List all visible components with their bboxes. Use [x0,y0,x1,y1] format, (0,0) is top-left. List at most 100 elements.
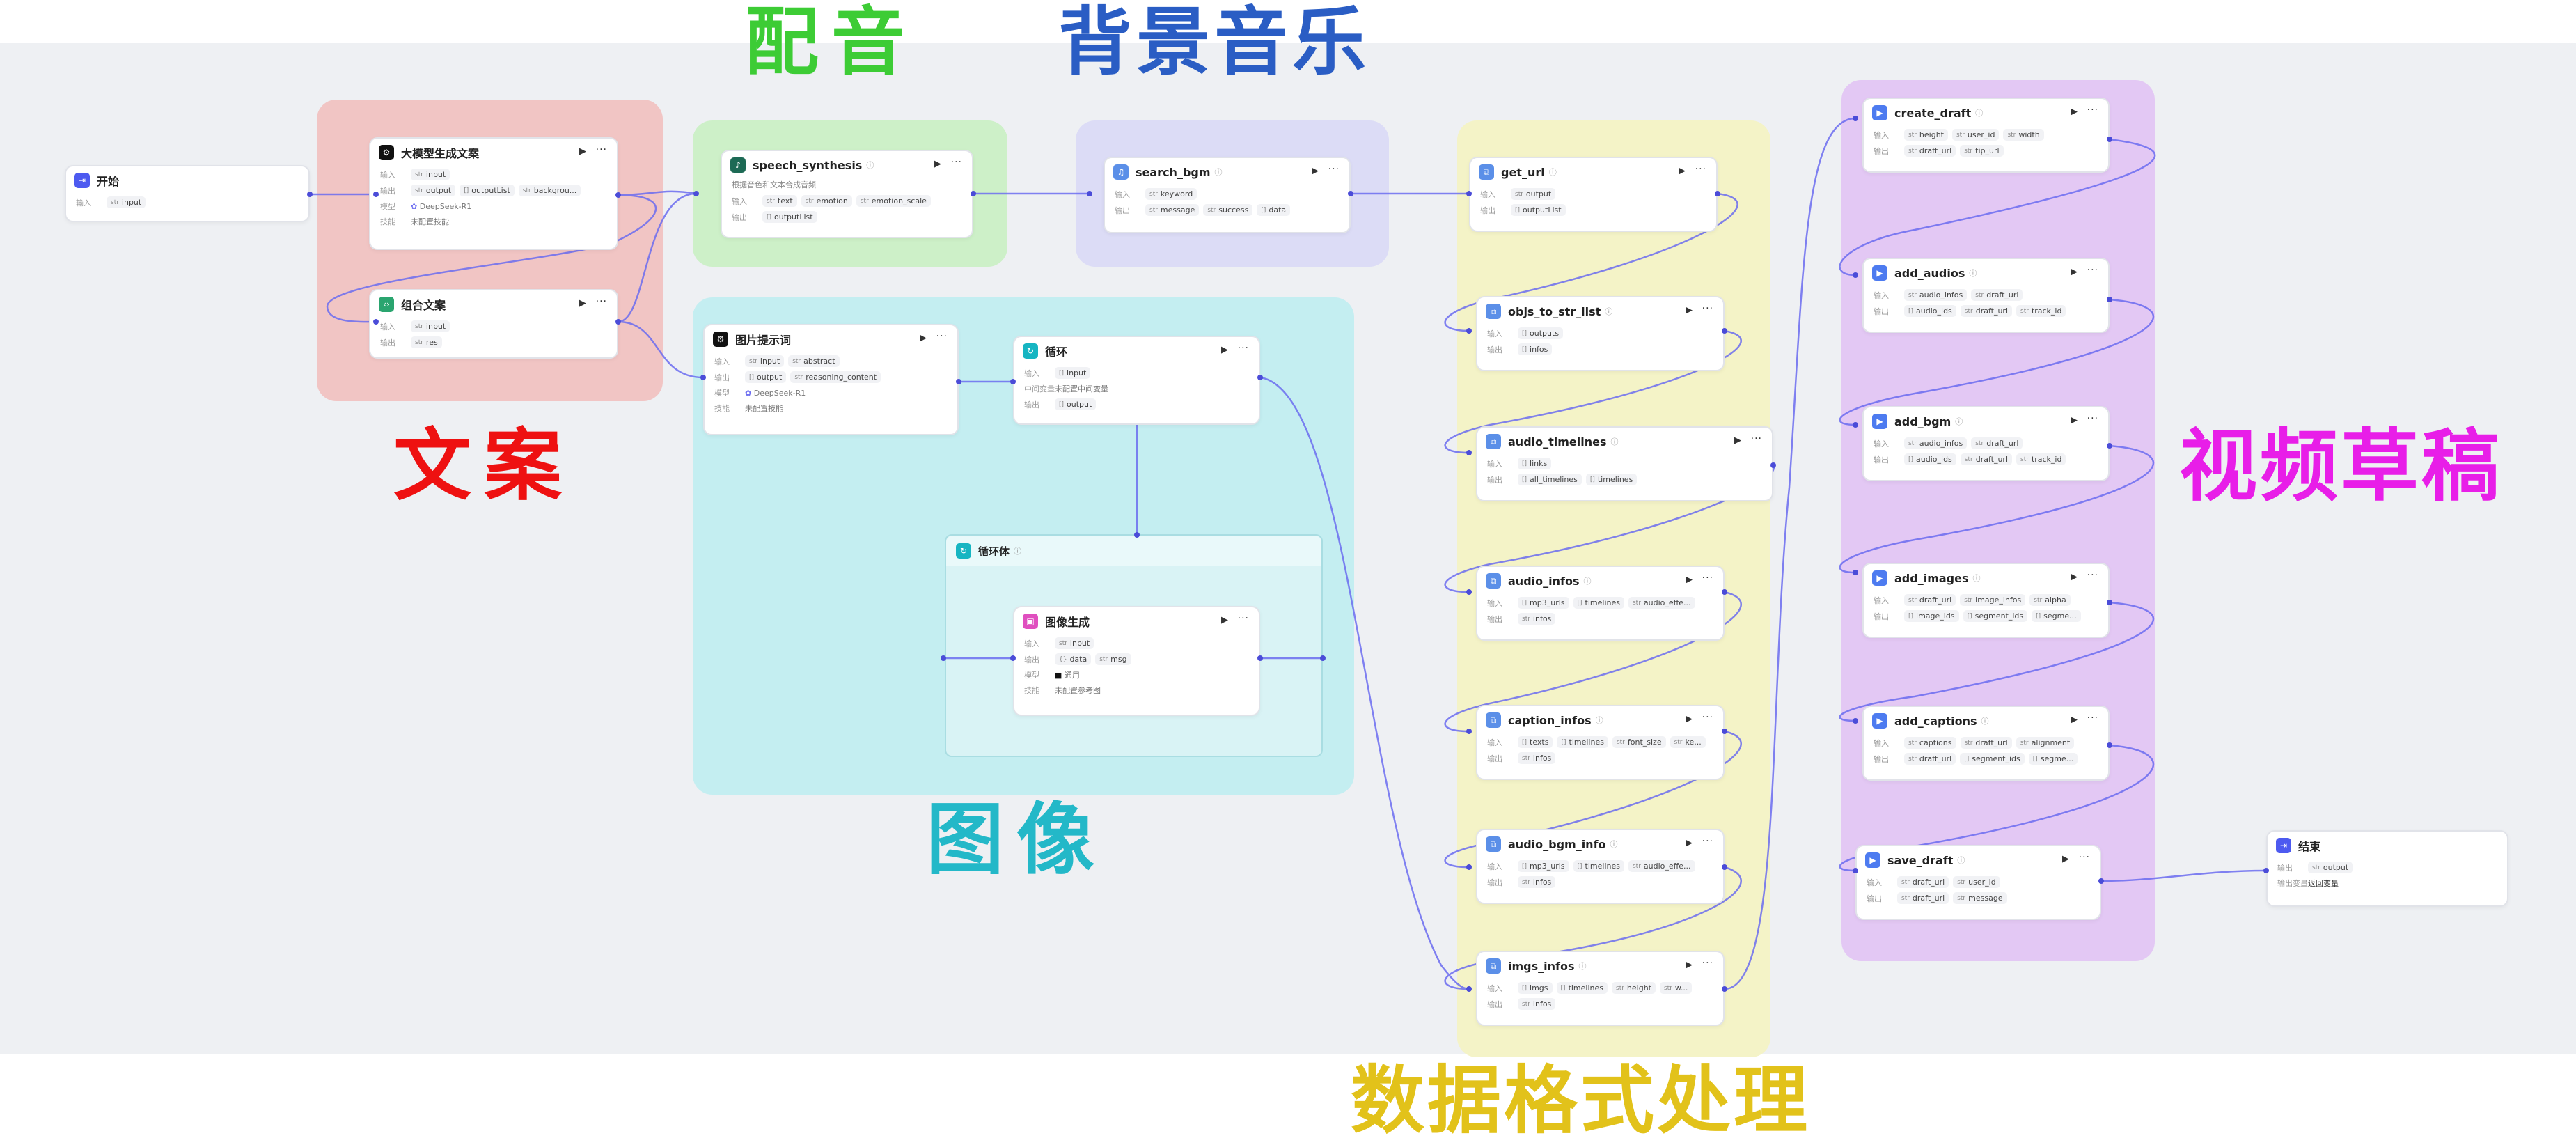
node-title: save_draft [1887,853,1954,867]
run-icon[interactable]: ▶ [1734,435,1741,446]
node-title: objs_to_str_list [1508,304,1601,318]
node-title: imgs_infos [1508,959,1575,973]
run-icon[interactable]: ▶ [934,159,941,169]
more-icon[interactable]: ··· [1328,164,1340,175]
node-title: 开始 [97,175,120,188]
plugin-icon: ⧉ [1486,958,1501,974]
start-icon: ⇥ [74,173,90,188]
code-icon: ‹› [379,297,394,312]
run-icon[interactable]: ▶ [1679,166,1686,176]
plugin-icon: ⧉ [1486,434,1501,449]
more-icon[interactable]: ··· [595,144,607,155]
more-icon[interactable]: ··· [2078,852,2090,863]
more-icon[interactable]: ··· [1237,613,1249,624]
plugin-icon: ▶ [1872,414,1887,429]
run-icon[interactable]: ▶ [2071,415,2078,426]
node-title: audio_timelines [1508,435,1607,449]
run-icon[interactable]: ▶ [579,298,586,309]
caption-wenan: 文案 [393,421,574,511]
more-icon[interactable]: ··· [2087,712,2098,724]
run-icon[interactable]: ▶ [920,333,927,343]
caption-tuxiang: 图像 [926,795,1107,885]
more-icon[interactable]: ··· [2087,570,2098,581]
more-icon[interactable]: ··· [936,331,948,342]
more-icon[interactable]: ··· [1702,958,1713,969]
node-title: add_captions [1894,714,1977,728]
more-icon[interactable]: ··· [2087,413,2098,424]
more-icon[interactable]: ··· [2087,265,2098,276]
llm-icon: ⚙ [379,145,394,160]
node-title: get_url [1501,165,1545,179]
run-icon[interactable]: ▶ [1221,615,1228,625]
run-icon[interactable]: ▶ [2062,854,2069,864]
run-icon[interactable]: ▶ [1312,166,1319,176]
caption-bgm: 背景音乐 [1058,0,1370,85]
plugin-icon: ⧉ [1486,304,1501,319]
run-icon[interactable]: ▶ [2071,572,2078,582]
info-icon: ⓘ [1014,547,1022,556]
plugin-icon: ⧉ [1479,164,1494,180]
run-icon[interactable]: ▶ [2071,107,2078,117]
more-icon[interactable]: ··· [1702,712,1713,723]
run-icon[interactable]: ▶ [2071,267,2078,277]
plugin-icon: ▶ [1872,713,1887,729]
run-icon[interactable]: ▶ [1686,960,1693,970]
loop-body-title: 循环体 [978,545,1010,558]
more-icon[interactable]: ··· [1695,164,1706,175]
more-icon[interactable]: ··· [1702,836,1713,847]
caption-caogao: 视频草稿 [2179,421,2502,512]
model-name: DeepSeek-R1 [419,201,472,211]
more-icon[interactable]: ··· [950,157,962,168]
node-title: search_bgm [1136,165,1211,179]
run-icon[interactable]: ▶ [1686,305,1693,316]
more-icon[interactable]: ··· [1702,572,1713,584]
more-icon[interactable]: ··· [2087,104,2098,116]
more-icon[interactable]: ··· [1702,303,1713,314]
run-icon[interactable]: ▶ [1221,345,1228,355]
loop-icon: ↻ [956,543,971,559]
plugin-icon: ♪ [730,157,746,173]
node-title: 循环 [1045,345,1068,359]
music-icon: ♫ [1113,164,1129,180]
more-icon[interactable]: ··· [595,296,607,307]
plugin-icon: ⧉ [1486,836,1501,852]
loop-icon: ↻ [1023,343,1038,359]
run-icon[interactable]: ▶ [1686,575,1693,585]
end-icon: ⇥ [2276,838,2291,853]
more-icon[interactable]: ··· [1750,433,1762,444]
run-icon[interactable]: ▶ [1686,838,1693,848]
run-icon[interactable]: ▶ [1686,714,1693,724]
group-caogao [1841,80,2155,961]
node-title: add_bgm [1894,414,1951,428]
run-icon[interactable]: ▶ [2071,715,2078,725]
param-tag: input [121,198,142,207]
node-loop[interactable]: ↻循环▶··· 输入[]input 中间变量未配置中间变量 输出[]output [1013,336,1260,425]
node-title: 大模型生成文案 [401,147,480,160]
run-icon[interactable]: ▶ [579,146,586,157]
node-title: caption_infos [1508,713,1592,727]
node-title: audio_infos [1508,574,1580,588]
node-title: add_audios [1894,266,1965,280]
more-icon[interactable]: ··· [1237,343,1249,354]
